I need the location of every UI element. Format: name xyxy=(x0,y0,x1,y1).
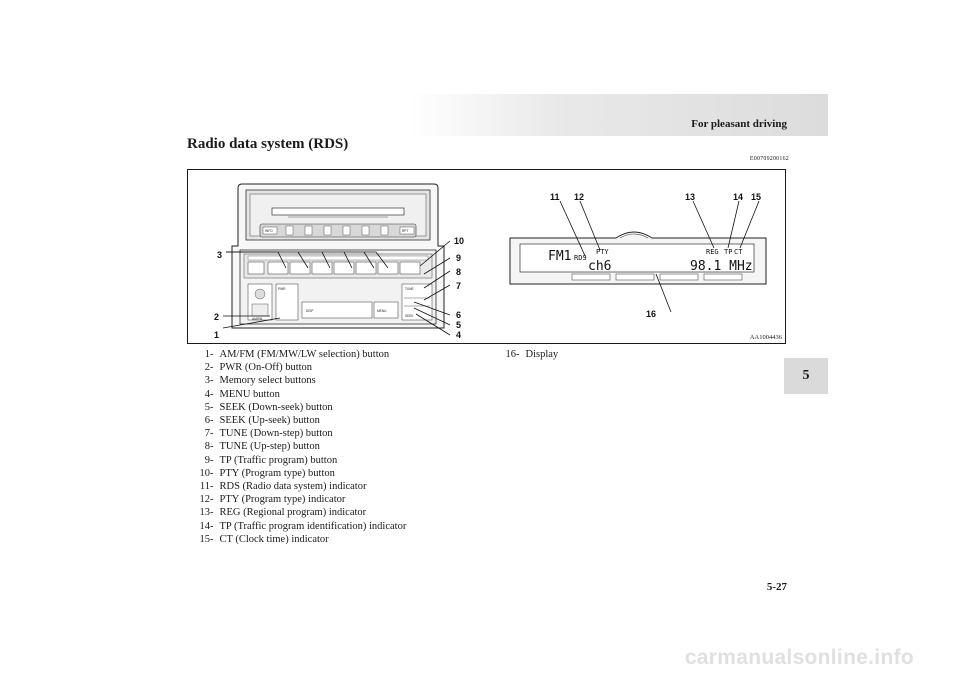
legend-item: 11-RDS (Radio data system) indicator xyxy=(199,481,367,493)
chapter-tab[interactable]: 5 xyxy=(784,358,828,394)
info-button-label: INFO xyxy=(265,229,273,233)
tune-button-label: TUNE xyxy=(405,287,414,291)
display-callouts: 11 12 13 14 15 16 xyxy=(550,192,761,319)
radio-head-unit: INFO RPT AM/FM xyxy=(231,183,445,329)
radio-leader-lines xyxy=(222,240,451,336)
legend-item: 8-TUNE (Up-step) button xyxy=(204,441,320,453)
display-reg-indicator: REG xyxy=(706,248,719,256)
legend-item: 10-PTY (Program type) button xyxy=(199,467,335,479)
callout-6: 6 xyxy=(456,310,461,320)
page-number: 5-27 xyxy=(766,581,787,593)
callout-10: 10 xyxy=(454,236,464,246)
radio-figure: INFO RPT AM/FM xyxy=(187,169,786,344)
legend-item: 13-REG (Regional program) indicator xyxy=(199,507,367,519)
section-title: Radio data system (RDS) xyxy=(187,136,349,152)
callout-5: 5 xyxy=(456,320,461,330)
callout-16: 16 xyxy=(646,309,656,319)
callout-1: 1 xyxy=(214,330,219,340)
legend-item: 6-SEEK (Up-seek) button xyxy=(204,415,320,427)
legend-item: 5-SEEK (Down-seek) button xyxy=(204,401,333,413)
disp-label: DISP xyxy=(306,309,313,313)
callout-3: 3 xyxy=(217,250,222,260)
callout-13: 13 xyxy=(685,192,695,202)
legend-item: 2-PWR (On-Off) button xyxy=(204,362,313,374)
legend-list-right: 16-Display xyxy=(488,348,559,361)
legend-item: 4-MENU button xyxy=(204,388,280,400)
rpt-button-label: RPT xyxy=(402,229,408,233)
display-ct-indicator: CT xyxy=(734,248,743,256)
display-band-indicator: FM1 xyxy=(548,249,571,264)
callout-12: 12 xyxy=(574,192,584,202)
callout-14: 14 xyxy=(733,192,743,202)
callout-8: 8 xyxy=(456,267,461,277)
section-code: E00709200162 xyxy=(749,156,789,162)
callout-15: 15 xyxy=(751,192,761,202)
display-channel: ch6 xyxy=(588,259,611,274)
callout-11: 11 xyxy=(550,192,560,202)
legend-item: 1-AM/FM (FM/MW/LW selection) button xyxy=(204,349,390,360)
running-header: For pleasant driving xyxy=(691,118,787,130)
menu-button-label: MENU xyxy=(377,309,387,313)
header-band xyxy=(410,94,828,136)
rds-display: FM1 RDS PTY ch6 REG TP CT 98.1 MHz xyxy=(509,231,767,285)
legend-item: 3-Memory select buttons xyxy=(204,375,316,387)
callout-9: 9 xyxy=(456,253,461,263)
callout-2: 2 xyxy=(214,312,219,322)
legend-list-left: 1-AM/FM (FM/MW/LW selection) button 2-PW… xyxy=(182,348,407,546)
display-rds-indicator: RDS xyxy=(574,254,587,262)
seek-button-label: SEEK xyxy=(405,314,414,318)
legend-item: 12-PTY (Program type) indicator xyxy=(199,494,346,506)
legend-item: 7-TUNE (Down-step) button xyxy=(204,428,333,440)
legend-item: 15-CT (Clock time) indicator xyxy=(199,533,329,545)
display-tp-indicator: TP xyxy=(724,248,732,256)
figure-code: AA1004436 xyxy=(749,334,782,341)
pwr-button-label: PWR xyxy=(278,287,286,291)
radio-callouts: 1 2 3 4 5 6 7 8 9 10 xyxy=(214,236,464,340)
callout-7: 7 xyxy=(456,281,461,291)
display-pty-indicator: PTY xyxy=(596,248,609,256)
callout-4: 4 xyxy=(456,330,461,340)
display-frequency: 98.1 MHz xyxy=(690,259,753,274)
display-leader-lines xyxy=(559,200,760,313)
legend-item: 16-Display xyxy=(505,349,559,360)
legend-item: 9-TP (Traffic program) button xyxy=(204,454,338,466)
radio-diagram: INFO RPT AM/FM xyxy=(214,183,767,340)
legend-item: 14-TP (Traffic program identification) i… xyxy=(199,520,407,532)
watermark: carmanualsonline.info xyxy=(684,646,914,669)
am-fm-button-label: AM/FM xyxy=(252,317,263,321)
